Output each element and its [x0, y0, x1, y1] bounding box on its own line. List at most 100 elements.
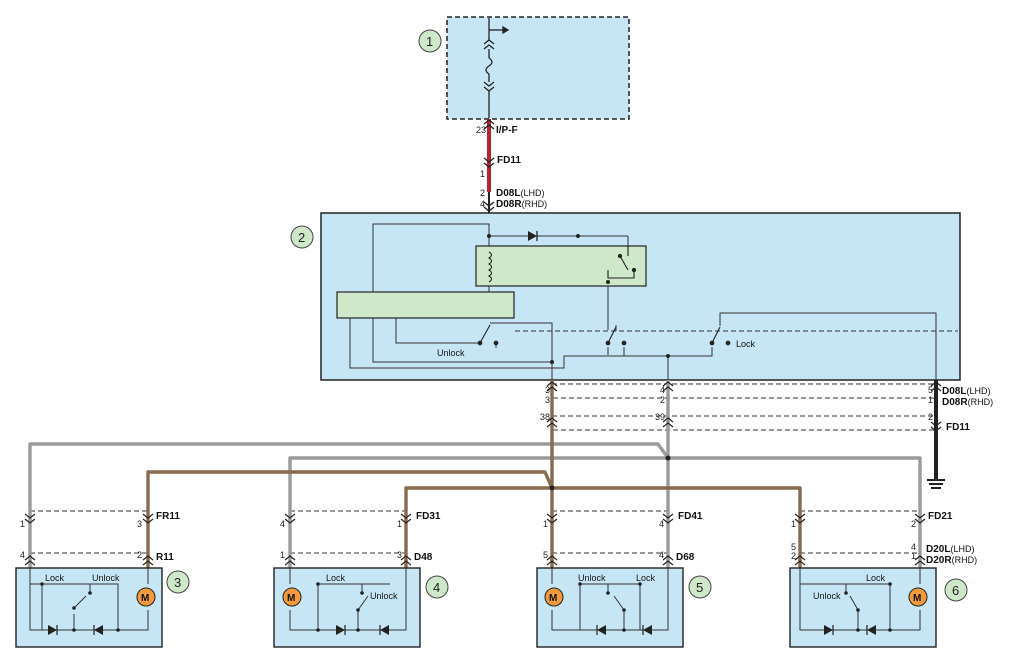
door4-lock-label: Lock	[326, 573, 346, 583]
door6-motor-label: M	[913, 593, 921, 604]
pin-d68-4: 4	[659, 550, 664, 560]
pin-39: 39	[655, 412, 665, 422]
motor-icon	[282, 587, 302, 607]
door6-unlock-label: Unlock	[813, 591, 841, 601]
pin-fd31-4: 4	[280, 519, 285, 529]
pin-fr11-3: 3	[137, 519, 142, 529]
pin-d20-5: 5	[791, 542, 796, 552]
pin-fd21-2: 2	[911, 519, 916, 529]
pin-3a: 3	[545, 385, 550, 395]
svg-text:5: 5	[696, 580, 703, 595]
connector-d08l-top: D08L(LHD)	[496, 188, 544, 199]
connector-fd11-top: FD11	[497, 155, 521, 166]
motor-icon	[136, 587, 156, 607]
callout-1: 1	[418, 29, 442, 53]
pin-fd31-1: 1	[397, 519, 402, 529]
door3-lock-label: Lock	[45, 573, 65, 583]
pin-d20-4: 4	[911, 542, 916, 552]
logic-block	[336, 291, 515, 319]
pin-1b: 1	[928, 395, 933, 405]
connector-fd21: FD21	[928, 511, 953, 522]
door-actuator-5	[536, 567, 684, 648]
ground-wire	[927, 380, 945, 489]
door4-unlock-label: Unlock	[370, 591, 398, 601]
connector-r11: R11	[156, 552, 174, 563]
pin-5a: 5	[928, 385, 933, 395]
gray-wires	[28, 380, 922, 568]
pin-fr11-1: 1	[20, 519, 25, 529]
connector-d08l-right: D08L(LHD)	[942, 386, 990, 397]
module-switch-unlock	[477, 324, 499, 346]
callout-5: 5	[688, 575, 712, 599]
pin-d68-5: 5	[543, 550, 548, 560]
connector-d20r: D20R(RHD)	[926, 555, 977, 566]
door4-motor-label: M	[287, 593, 295, 604]
connector-d68: D68	[676, 552, 695, 563]
pin-d48-3: 3	[397, 550, 402, 560]
fuse-box	[446, 16, 630, 120]
door3-unlock-label: Unlock	[92, 573, 120, 583]
motor-icon	[908, 587, 928, 607]
pin-2-top: 2	[480, 188, 485, 198]
connector-d08r-right: D08R(RHD)	[942, 397, 993, 408]
module-switch-lock	[709, 326, 731, 346]
door5-lock-label: Lock	[636, 573, 656, 583]
harness-chevrons	[546, 381, 942, 432]
junction-dots	[549, 455, 671, 491]
module-unlock-label: Unlock	[437, 348, 465, 358]
door3-motor-label: M	[141, 593, 149, 604]
door-actuator-6	[789, 567, 937, 648]
pin-fd41-1: 1	[543, 519, 548, 529]
module-switch-middle	[605, 326, 627, 346]
connector-d20l: D20L(LHD)	[926, 544, 974, 555]
module-diode	[528, 231, 538, 241]
fd11-connector-top	[483, 157, 495, 168]
door6-lock-label: Lock	[866, 573, 886, 583]
pin-r11-4: 4	[20, 550, 25, 560]
door-actuator-4	[273, 567, 421, 648]
door-chevrons	[24, 513, 926, 566]
pin-23: 23	[476, 125, 486, 135]
pin-r11-2: 2	[137, 550, 142, 560]
callout-2: 2	[290, 225, 314, 249]
d08-connector-top	[483, 192, 495, 213]
module-lock-label: Lock	[736, 339, 756, 349]
pin-4b: 4	[660, 385, 665, 395]
relay-contact	[607, 246, 637, 279]
callout-6: 6	[944, 578, 968, 602]
svg-text:3: 3	[174, 575, 181, 590]
brown-wires	[146, 380, 802, 568]
pin-fd41-4: 4	[659, 519, 664, 529]
relay	[475, 245, 647, 287]
svg-text:4: 4	[433, 580, 440, 595]
pin-4-top: 4	[480, 199, 485, 209]
connector-fd31: FD31	[416, 511, 441, 522]
connector-fr11: FR11	[156, 511, 180, 522]
callout-4: 4	[425, 575, 449, 599]
pin-2c: 2	[928, 412, 933, 422]
pin-1-top: 1	[480, 169, 485, 179]
pin-3b: 3	[545, 395, 550, 405]
connector-fd11-right: FD11	[946, 422, 970, 433]
motor-icon	[544, 587, 564, 607]
connector-d08r-top: D08R(RHD)	[496, 199, 547, 210]
module-junctions	[487, 234, 670, 364]
pin-d20-1: 1	[911, 551, 916, 561]
connector-fd41: FD41	[678, 511, 703, 522]
pin-d48-1: 1	[280, 550, 285, 560]
pin-38: 38	[540, 412, 550, 422]
svg-text:2: 2	[298, 230, 305, 245]
pin-2b: 2	[660, 395, 665, 405]
ip-f-connector	[483, 119, 495, 130]
relay-coil	[487, 251, 493, 283]
door5-unlock-label: Unlock	[578, 573, 606, 583]
pin-fd21-1: 1	[791, 519, 796, 529]
connector-ip-f: I/P-F	[496, 125, 518, 136]
fuse-symbol	[483, 18, 510, 118]
pin-d20-2: 2	[791, 551, 796, 561]
door5-motor-label: M	[549, 593, 557, 604]
door-actuator-3	[15, 567, 163, 648]
connector-d48: D48	[414, 552, 433, 563]
svg-text:1: 1	[426, 34, 433, 49]
